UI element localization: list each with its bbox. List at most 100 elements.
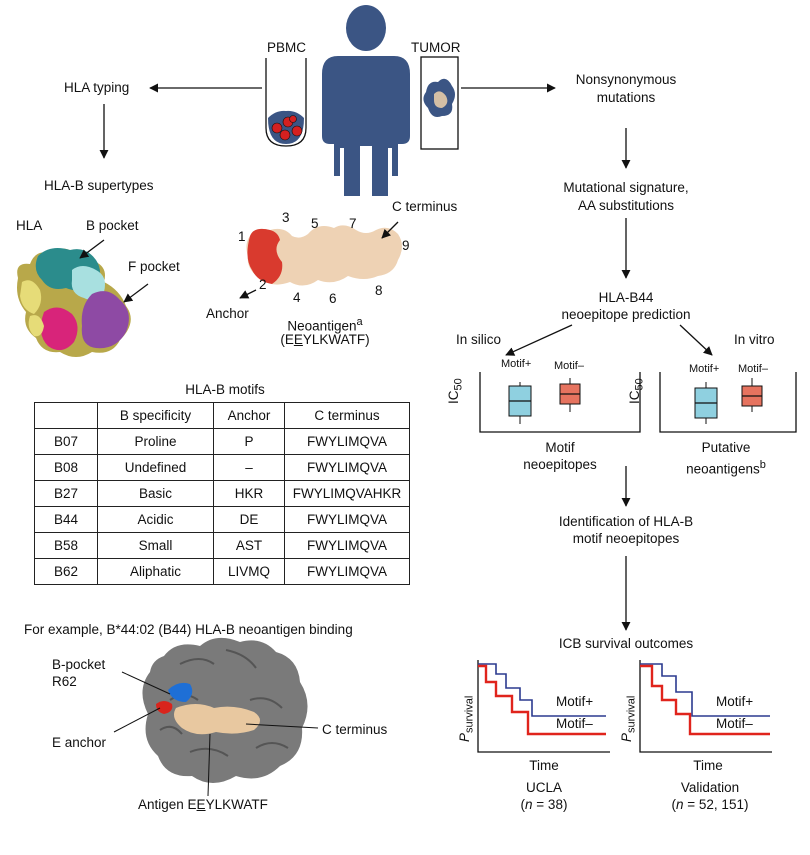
cell-anchor: DE <box>213 506 285 533</box>
prediction-label-line1: HLA-B44 <box>598 290 654 305</box>
motif-neoepitopes-line1: Motif <box>545 440 575 455</box>
header-c-terminus: C terminus <box>284 402 410 429</box>
ic-label: IC <box>446 390 461 405</box>
sequence-first-residue: (E <box>280 332 294 347</box>
validation-cohort-label: Validation <box>680 780 740 795</box>
f-pocket-label: F pocket <box>128 259 180 274</box>
n-value: = 52, 151) <box>683 797 749 812</box>
anchor-label: Anchor <box>206 306 249 321</box>
identification-line1: Identification of HLA-B <box>558 514 694 529</box>
table-row: B27 Basic HKR FWYLIMQVAHKR <box>34 480 410 507</box>
header-b-specificity: B specificity <box>97 402 214 429</box>
cell-specificity: Proline <box>97 428 214 455</box>
putative-text: neoantigens <box>686 461 760 477</box>
e-anchor-label: E anchor <box>52 735 107 750</box>
ic-label: IC <box>627 390 642 405</box>
hla-b-motifs-table: B specificity Anchor C terminus B07 Prol… <box>34 402 410 585</box>
antigen-prefix: Antigen E <box>138 797 197 812</box>
neoantigen-label: Neoantigena <box>270 314 380 335</box>
ucla-time-label: Time <box>529 758 559 773</box>
in-vitro-label: In vitro <box>734 332 775 347</box>
p-subscript: survival <box>625 695 638 733</box>
ic-subscript: 50 <box>633 378 646 391</box>
cell-anchor: HKR <box>213 480 285 507</box>
cell-anchor: LIVMQ <box>213 558 285 585</box>
hla-b44-structure-image <box>142 637 308 783</box>
neoantigen-peptide-image <box>246 225 402 286</box>
putative-neoantigens-line1: Putative <box>701 440 751 455</box>
cell-specificity: Basic <box>97 480 214 507</box>
cell-specificity: Small <box>97 532 214 559</box>
validation-motif-plus-label: Motif+ <box>716 694 754 709</box>
p-subscript: survival <box>463 695 476 733</box>
table-row: B08 Undefined – FWYLIMQVA <box>34 454 410 481</box>
position-9: 9 <box>402 238 410 253</box>
cell-allele: B27 <box>34 480 98 507</box>
b-pocket-r62-line2: R62 <box>52 674 77 689</box>
hla-label: HLA <box>16 218 43 233</box>
antigen-rest: YLKWATF <box>205 797 268 812</box>
motif-neoepitopes-line2: neoepitopes <box>523 457 597 472</box>
cell-c-terminus: FWYLIMQVA <box>284 428 410 455</box>
cell-specificity: Acidic <box>97 506 214 533</box>
position-7: 7 <box>349 216 357 231</box>
patient-figure <box>322 5 410 196</box>
ic-subscript: 50 <box>452 378 465 391</box>
in-vitro-motif-plus: Motif+ <box>689 363 720 375</box>
cell-allele: B58 <box>34 532 98 559</box>
cell-allele: B44 <box>34 506 98 533</box>
p-letter: P <box>619 732 634 742</box>
tumor-label: TUMOR <box>411 40 461 55</box>
cell-allele: B07 <box>34 428 98 455</box>
cell-c-terminus: FWYLIMQVA <box>284 558 410 585</box>
c-terminus-label: C terminus <box>392 199 458 214</box>
in-silico-boxplot <box>479 372 641 433</box>
position-2: 2 <box>259 277 267 292</box>
prediction-label-line2: neoepitope prediction <box>561 307 691 322</box>
example-title: For example, B*44:02 (B44) HLA-B neoanti… <box>24 622 353 637</box>
table-row: B58 Small AST FWYLIMQVA <box>34 532 410 559</box>
validation-motif-minus-label: Motif– <box>716 716 753 731</box>
antigen-sequence-label: Antigen EEYLKWATF <box>138 797 268 813</box>
identification-line2: motif neoepitopes <box>572 531 680 546</box>
in-silico-ic50-axis: IC50 <box>446 378 467 404</box>
cell-anchor: AST <box>213 532 285 559</box>
header-allele <box>34 402 98 429</box>
in-vitro-motif-minus: Motif– <box>738 363 768 375</box>
cell-anchor: – <box>213 454 285 481</box>
antigen-anchor-residue: E <box>196 797 206 812</box>
in-vitro-boxplot <box>659 372 797 433</box>
in-vitro-ic50-axis: IC50 <box>627 378 648 404</box>
position-3: 3 <box>282 210 290 225</box>
neoantigen-sequence: (EEYLKWATF) <box>270 332 380 348</box>
nonsynonymous-label-line1: Nonsynonymous <box>575 72 677 87</box>
table-row: B07 Proline P FWYLIMQVA <box>34 428 410 455</box>
pbmc-tube <box>265 58 307 147</box>
b-pocket-r62-line1: B-pocket <box>52 657 106 672</box>
p-letter: P <box>457 732 472 742</box>
cell-c-terminus: FWYLIMQVA <box>284 532 410 559</box>
n-value: = 38) <box>532 797 568 812</box>
ucla-p-survival-axis: Psurvival <box>457 696 478 742</box>
cell-c-terminus: FWYLIMQVA <box>284 454 410 481</box>
validation-p-survival-axis: Psurvival <box>619 696 640 742</box>
position-1: 1 <box>238 229 246 244</box>
position-5: 5 <box>311 216 319 231</box>
validation-n-label: (n = 52, 151) <box>650 797 770 813</box>
tumor-sample <box>420 56 459 150</box>
sequence-anchor-residue: E <box>293 332 303 347</box>
cell-allele: B08 <box>34 454 98 481</box>
n-open: ( <box>671 797 677 812</box>
ucla-motif-plus-label: Motif+ <box>556 694 594 709</box>
cell-specificity: Aliphatic <box>97 558 214 585</box>
mutational-signature-line2: AA substitutions <box>577 198 675 213</box>
cell-c-terminus: FWYLIMQVAHKR <box>284 480 410 507</box>
validation-time-label: Time <box>693 758 723 773</box>
table-row: B44 Acidic DE FWYLIMQVA <box>34 506 410 533</box>
motifs-table-title: HLA-B motifs <box>185 382 265 397</box>
example-c-terminus-label: C terminus <box>322 722 388 737</box>
table-row: B62 Aliphatic LIVMQ FWYLIMQVA <box>34 558 410 585</box>
cell-anchor: P <box>213 428 285 455</box>
survival-title: ICB survival outcomes <box>558 636 694 651</box>
n-open: ( <box>520 797 526 812</box>
